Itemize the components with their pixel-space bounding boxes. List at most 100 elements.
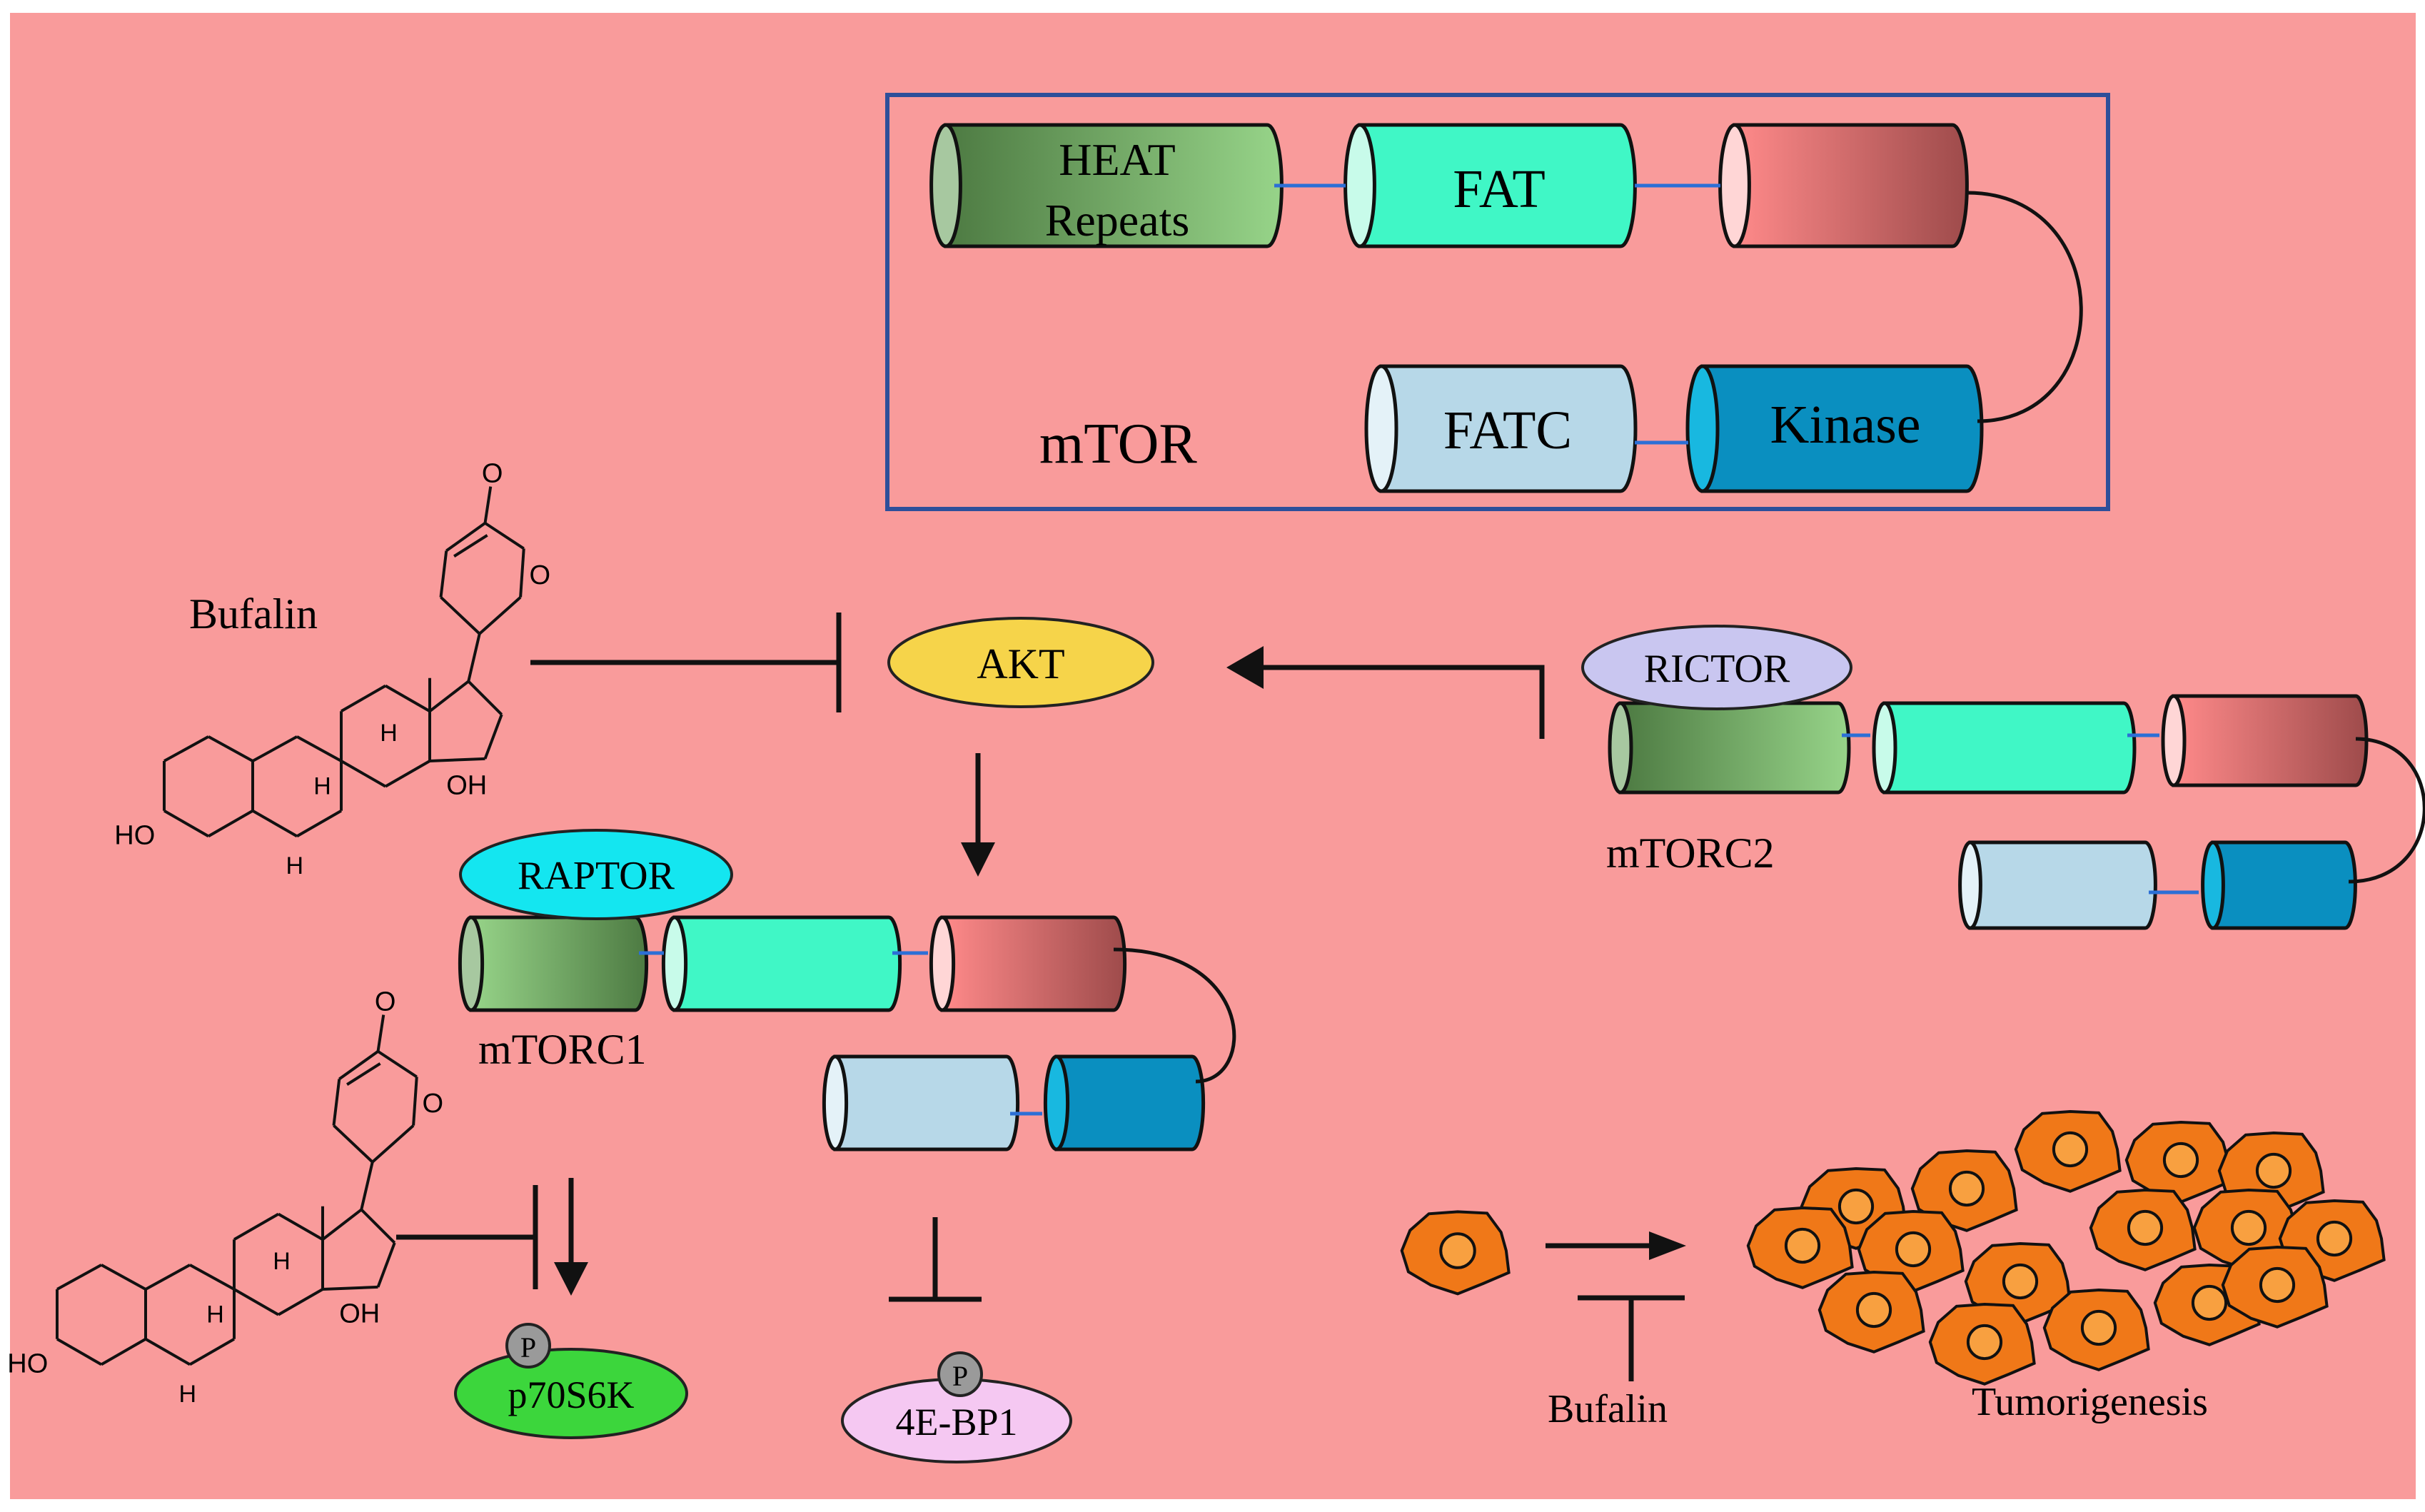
mtorc2-label: mTORC2 <box>1606 830 1775 877</box>
raptor-ellipse <box>459 829 733 920</box>
mtorc2-fatc-domain-body <box>1968 840 2157 930</box>
bond-line <box>296 735 342 762</box>
mtorc2-loop <box>2348 737 2425 884</box>
cluster-cell-nucleus <box>2191 1284 2228 1321</box>
mtorc1-fat-domain <box>661 915 902 1012</box>
cluster-cell <box>1928 1302 2036 1386</box>
bond-line <box>483 714 503 760</box>
atom-label: H <box>206 1301 224 1329</box>
connectors <box>396 613 1685 1381</box>
cluster-cell-nucleus <box>1966 1324 2003 1361</box>
single-cell <box>1400 1210 1511 1296</box>
bond-line <box>428 680 470 712</box>
cluster-cell-nucleus <box>2002 1263 2039 1300</box>
tumor-arrowhead <box>1649 1231 1686 1260</box>
red-domain <box>1718 123 1969 248</box>
atom-label: OH <box>446 771 487 801</box>
rictor-label: RICTOR <box>1644 647 1790 691</box>
bond-line <box>360 1161 374 1210</box>
bond-line <box>321 1208 363 1241</box>
bufalin-label-bottom: Bufalin <box>1548 1387 1668 1431</box>
mtorc1-kinase-domain-cap <box>1043 1054 1070 1151</box>
mtorc2-heat-domain-cap <box>1608 701 1633 795</box>
bond-line <box>467 633 481 682</box>
bond-line <box>163 735 209 762</box>
kinase-domain-body <box>1700 364 1984 493</box>
bond-line <box>296 810 342 838</box>
mtorc2-akt-arrow-line <box>1256 665 1545 739</box>
bond-line <box>341 684 386 712</box>
mtorc2-fatc-domain-cap <box>1958 840 1982 930</box>
cluster-cell-nucleus <box>2255 1152 2292 1189</box>
mtor-title: mTOR <box>1039 413 1197 475</box>
cluster-cell <box>1746 1206 1854 1289</box>
heat-domain <box>929 123 1284 248</box>
mtorc2-kinase-domain-body <box>2211 840 2357 930</box>
mtorc1-heat-domain-cap <box>458 915 485 1012</box>
fat-domain-body <box>1358 123 1637 248</box>
cluster-cell-nucleus <box>1837 1188 1875 1225</box>
cluster-cell <box>2221 1245 2329 1329</box>
bond-line <box>376 1242 396 1288</box>
bond-line <box>371 1124 415 1164</box>
mtorc2-fat-domain-body <box>1882 701 2137 795</box>
cluster-cell-nucleus <box>2259 1266 2296 1304</box>
mtorc1-fat-domain-body <box>672 915 902 1012</box>
bond-line <box>252 810 298 838</box>
bond-line <box>360 1208 396 1244</box>
bond-line <box>341 760 386 788</box>
cluster-cell-nucleus <box>2162 1141 2199 1179</box>
mtorc2-red-domain-body <box>2172 694 2369 787</box>
bond-line <box>439 550 448 598</box>
bond-line <box>278 1212 323 1241</box>
bond-line <box>278 1288 323 1316</box>
bond-line <box>412 1077 418 1126</box>
mtor-loop <box>1967 191 2083 423</box>
cluster-cell-nucleus <box>2127 1209 2164 1246</box>
mtorc2-heat-domain <box>1608 701 1851 795</box>
atom-label: H <box>380 720 398 747</box>
cluster-cell-nucleus <box>2230 1209 2267 1246</box>
atom-label: OH <box>339 1299 380 1329</box>
p70s6k-ellipse <box>454 1348 688 1439</box>
4ebp1-phospho-label: P <box>952 1360 968 1392</box>
cluster-cell-nucleus <box>2316 1220 2353 1257</box>
bond-line <box>145 1338 191 1366</box>
tumor-cells <box>1400 1109 2386 1386</box>
atom-label: H <box>273 1248 291 1275</box>
cluster-cell-nucleus <box>1895 1231 1932 1268</box>
mtorc1-fat-domain-cap <box>661 915 688 1012</box>
mtor-domain-frame <box>885 93 2110 511</box>
mtorc2-kinase-domain-cap <box>2201 840 2225 930</box>
bond-line <box>56 1264 102 1291</box>
bufalin-label-top: Bufalin <box>189 590 318 637</box>
bond-line <box>478 596 522 635</box>
mtorc2-red-domain-cap <box>2161 694 2187 787</box>
bond-line <box>377 1050 418 1079</box>
cluster-cell <box>1910 1149 2018 1232</box>
heat-label-line2: Repeats <box>1045 195 1190 246</box>
bond-line <box>519 548 525 598</box>
bond-line <box>338 1050 379 1081</box>
bond-line <box>208 810 253 838</box>
kinase-label: Kinase <box>1770 395 1920 455</box>
bond-line <box>385 684 430 712</box>
fatc-domain-cap <box>1364 364 1398 493</box>
cluster-cell-nucleus <box>1855 1291 1892 1329</box>
mtorc1-red-domain-body <box>940 915 1127 1012</box>
mtorc1-fatc-domain <box>822 1054 1020 1151</box>
bond-line <box>440 596 481 635</box>
mtorc1-p70-arrowhead <box>554 1262 588 1296</box>
p70s6k-label: p70S6K <box>508 1374 634 1416</box>
mtorc1-red-domain-cap <box>929 915 956 1012</box>
akt-ellipse <box>887 617 1154 708</box>
bond-line <box>252 735 298 762</box>
cluster-cell <box>1818 1270 1925 1354</box>
mtorc1-loop <box>1113 947 1236 1084</box>
single-cell-nucleus <box>1439 1232 1476 1269</box>
mtorc2-red-domain <box>2161 694 2369 787</box>
cluster-cell <box>2014 1109 2122 1193</box>
cluster-cell <box>2089 1188 2197 1271</box>
heat-domain-cap <box>929 123 962 248</box>
